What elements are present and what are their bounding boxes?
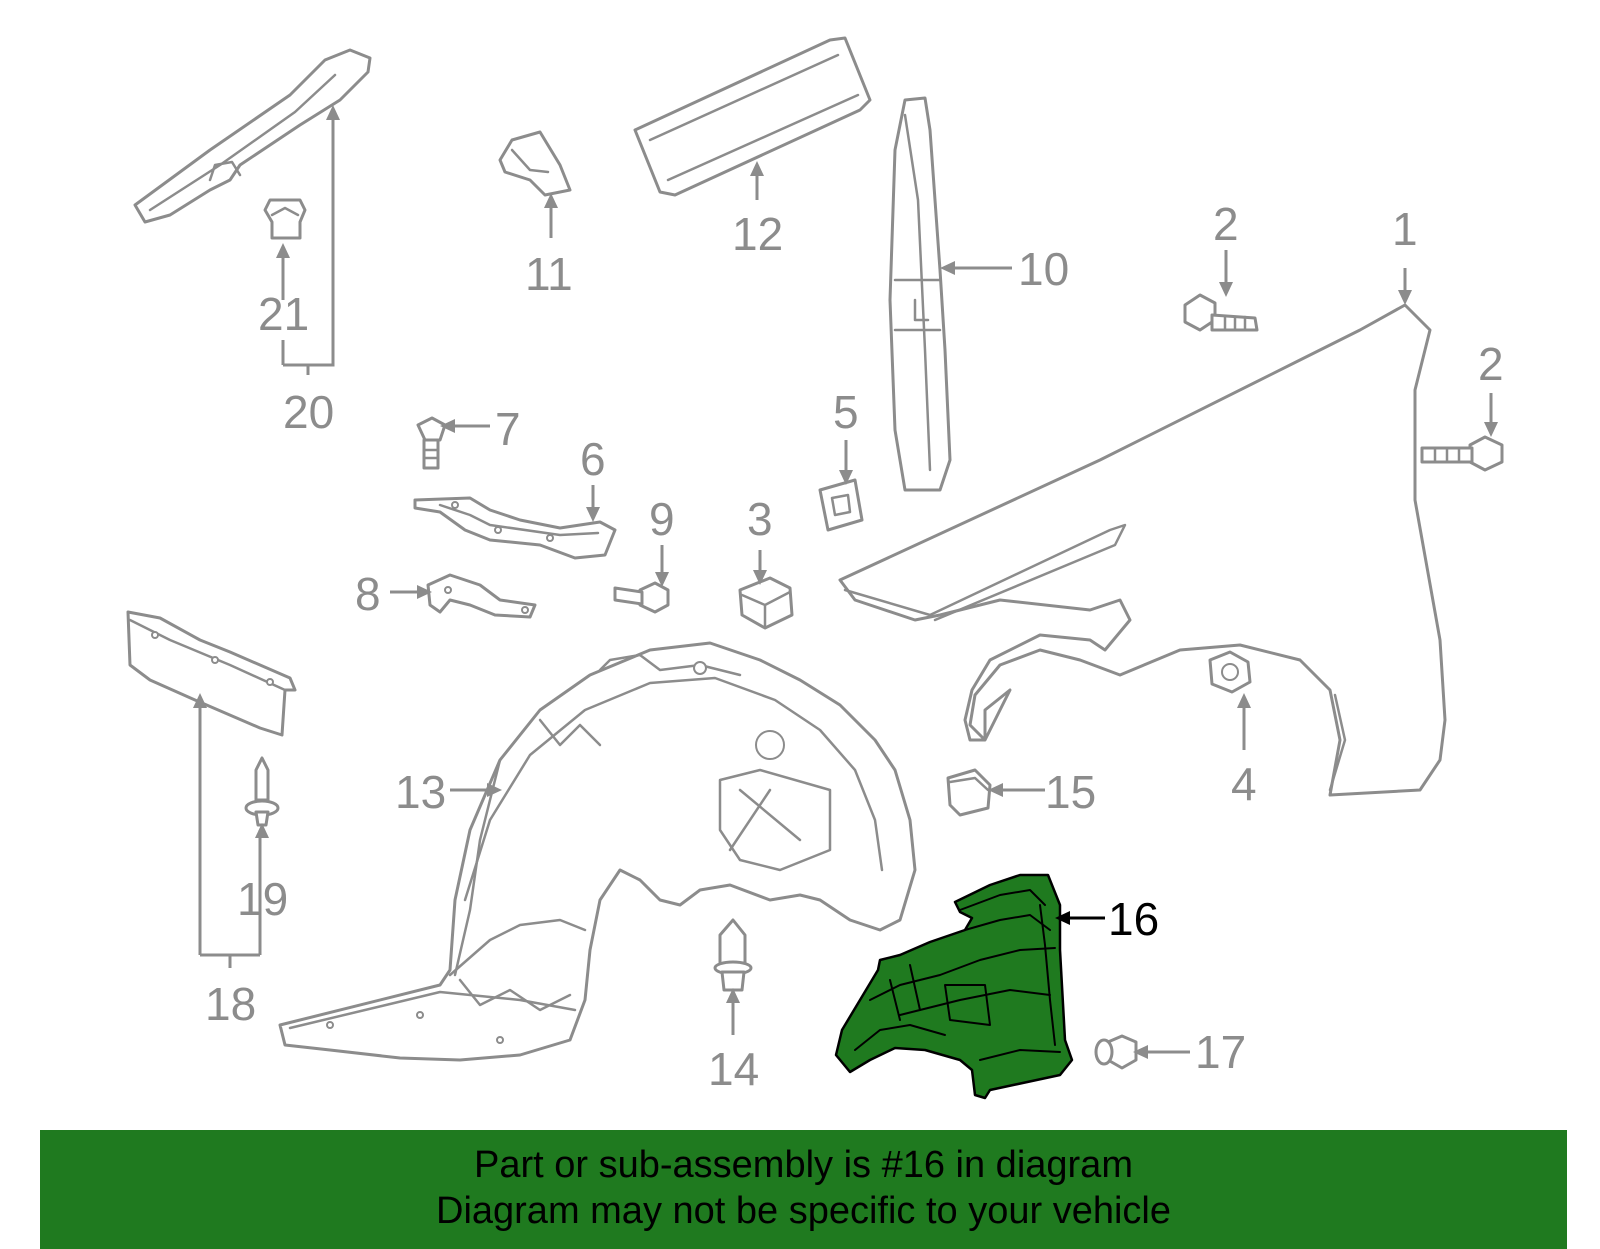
callout-12: 12 — [732, 208, 783, 260]
part-5-clip — [818, 478, 864, 532]
callout-10: 10 — [1018, 243, 1069, 295]
part-21-clip — [263, 198, 307, 240]
part-20-upper-rail — [133, 48, 372, 224]
part-6-bracket — [413, 496, 617, 560]
callout-6: 6 — [580, 433, 606, 485]
part-15-insulator — [946, 768, 992, 817]
part-1-fender — [838, 303, 1447, 797]
part-9-bolt — [613, 581, 670, 614]
callout-15: 15 — [1045, 766, 1096, 818]
part-12-seal — [633, 36, 872, 197]
callout-9: 9 — [649, 493, 675, 545]
part-18-deflector — [126, 610, 297, 737]
leader-lines — [198, 112, 1493, 1054]
banner-line-1: Part or sub-assembly is #16 in diagram — [474, 1144, 1133, 1186]
callout-13: 13 — [395, 766, 446, 818]
part-10-strip — [888, 96, 952, 492]
info-banner: Part or sub-assembly is #16 in diagram D… — [40, 1130, 1567, 1249]
callout-11: 11 — [525, 248, 573, 300]
part-19-pin — [244, 756, 280, 827]
callout-19: 19 — [237, 873, 288, 925]
callout-18: 18 — [205, 978, 256, 1030]
callout-7: 7 — [495, 403, 521, 455]
callout-17: 17 — [1195, 1026, 1246, 1078]
part-11-bracket — [498, 130, 572, 197]
part-7-bolt — [416, 416, 447, 470]
part-13-wheelhouse-liner — [278, 641, 917, 1062]
part-4-nut — [1208, 650, 1252, 694]
callout-4: 4 — [1231, 758, 1257, 810]
callout-2-upper: 2 — [1213, 198, 1239, 250]
parts-diagram: 1 2 2 3 4 5 6 7 8 9 10 11 12 13 14 15 16… — [126, 36, 1504, 1100]
callout-14: 14 — [708, 1043, 759, 1095]
arrowheads — [193, 105, 1498, 1059]
callout-21: 21 — [258, 288, 309, 340]
part-17-plug — [1094, 1034, 1138, 1070]
callout-20: 20 — [283, 386, 334, 438]
callout-8: 8 — [355, 568, 381, 620]
banner-line-2: Diagram may not be specific to your vehi… — [436, 1190, 1171, 1232]
part-16-splash-shield-highlighted — [834, 873, 1074, 1100]
callout-5: 5 — [833, 386, 859, 438]
callout-2-right: 2 — [1478, 338, 1504, 390]
part-3-retainer — [738, 576, 794, 630]
part-2-bolt-right — [1420, 435, 1504, 472]
part-14-clip — [713, 918, 753, 992]
callout-16: 16 — [1108, 893, 1159, 945]
callout-1: 1 — [1392, 203, 1418, 255]
callout-labels: 1 2 2 3 4 5 6 7 8 9 10 11 12 13 14 15 16… — [205, 198, 1504, 1095]
part-2-bolt-upper — [1183, 293, 1259, 332]
callout-3: 3 — [747, 493, 773, 545]
part-8-bracket — [426, 573, 537, 619]
